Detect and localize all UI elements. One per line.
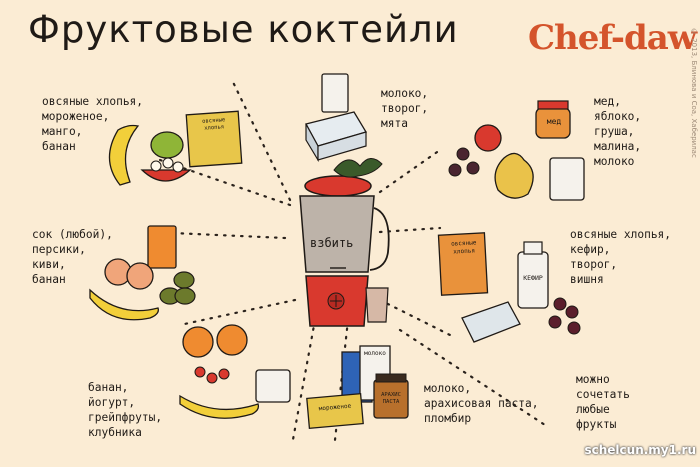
recipe-6-text: банан, йогурт, грейпфруты, клубника — [88, 381, 163, 439]
recipe-4-ingredients — [89, 225, 196, 321]
recipe-1-text: овсяные хлопья, мороженое, манго, банан — [42, 95, 144, 153]
recipe-5-ingredients — [437, 232, 581, 343]
brand-logo: Chef-daw — [528, 18, 697, 58]
recipe-6-ingredients — [179, 324, 291, 419]
recipe-3-ingredients — [448, 100, 585, 201]
milk-carton-label: молоко — [364, 350, 386, 357]
page-title: Фруктовые коктейли — [28, 8, 459, 51]
oats-box-2-label: овсяные хлопья — [450, 239, 477, 256]
recipe-3-text: мед, яблоко, груша, малина, молоко — [594, 95, 642, 168]
kefir-bottle-label: КЕФИР — [523, 274, 543, 282]
watermark: schelcun.my1.ru — [584, 443, 696, 457]
recipe-2-ingredients — [305, 73, 383, 178]
honey-jar-label: мед — [546, 117, 562, 126]
recipe-7-ingredients — [306, 345, 409, 430]
recipe-4-text: сок (любой), персики, киви, банан — [32, 228, 113, 286]
recipe-2-text: молоко, творог, мята — [381, 87, 429, 130]
recipe-1-ingredients — [108, 110, 243, 186]
recipe-8-text: можно сочетать любые фрукты — [576, 373, 630, 431]
recipe-7-text: молоко, арахисовая паста, пломбир — [424, 382, 539, 425]
blender-label: взбить — [310, 236, 354, 250]
blender-illustration — [299, 175, 390, 327]
copyright-note: © 2013, Блинова и Соа, Хаберилас — [690, 28, 698, 158]
recipe-5-text: овсяные хлопья, кефир, творог, вишня — [570, 228, 672, 286]
peanut-jar-label: АРАХИС ПАСТА — [381, 392, 401, 405]
